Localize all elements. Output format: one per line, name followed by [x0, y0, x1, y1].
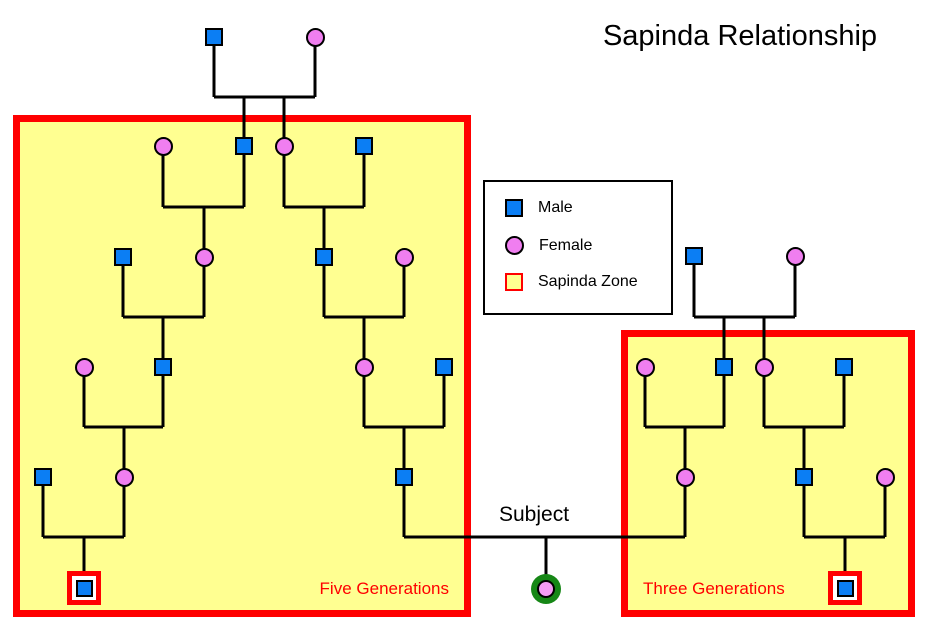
female-node — [785, 246, 805, 266]
male-node — [205, 28, 223, 46]
female-node — [754, 357, 774, 377]
five-generations-label: Five Generations — [319, 579, 449, 598]
subject-label: Subject — [499, 503, 570, 526]
male-node — [355, 137, 373, 155]
female-node — [274, 136, 294, 156]
legend-female-label: Female — [539, 236, 593, 254]
male-node — [315, 248, 333, 266]
sapinda-descendant-gap — [72, 576, 96, 600]
legend-box: Male Female Sapinda Zone — [483, 180, 673, 315]
male-node — [835, 358, 853, 376]
legend-male-label: Male — [538, 199, 573, 216]
male-node — [715, 358, 733, 376]
legend-item-sapinda: Sapinda Zone — [505, 273, 638, 291]
male-node — [75, 579, 93, 597]
female-node — [194, 247, 214, 267]
female-node — [354, 357, 374, 377]
diagram-title: Sapinda Relationship — [602, 20, 878, 52]
male-node — [836, 579, 854, 597]
three-generations-label: Three Generations — [643, 579, 785, 598]
three-generations-zone: Three Generations — [621, 330, 915, 617]
subject-female-node — [537, 580, 555, 598]
female-node — [635, 357, 655, 377]
male-swatch-icon — [505, 199, 523, 217]
legend-sapinda-label: Sapinda Zone — [538, 273, 638, 290]
male-node — [154, 358, 172, 376]
subject-node — [531, 574, 561, 604]
male-node — [114, 248, 132, 266]
legend-item-female: Female — [505, 236, 592, 255]
sapinda-descendant-gap — [833, 576, 857, 600]
male-node — [685, 247, 703, 265]
female-node — [114, 467, 134, 487]
female-node — [74, 357, 94, 377]
legend-item-male: Male — [505, 199, 573, 217]
female-swatch-icon — [505, 236, 524, 255]
male-node — [34, 468, 52, 486]
female-node — [305, 27, 325, 47]
sapinda-zone-swatch-icon — [505, 273, 523, 291]
female-node — [875, 467, 895, 487]
male-node — [795, 468, 813, 486]
sapinda-descendant-node — [67, 571, 101, 605]
male-node — [395, 468, 413, 486]
male-node — [435, 358, 453, 376]
sapinda-descendant-node — [828, 571, 862, 605]
female-node — [394, 247, 414, 267]
female-node — [675, 467, 695, 487]
female-node — [153, 136, 173, 156]
male-node — [235, 137, 253, 155]
